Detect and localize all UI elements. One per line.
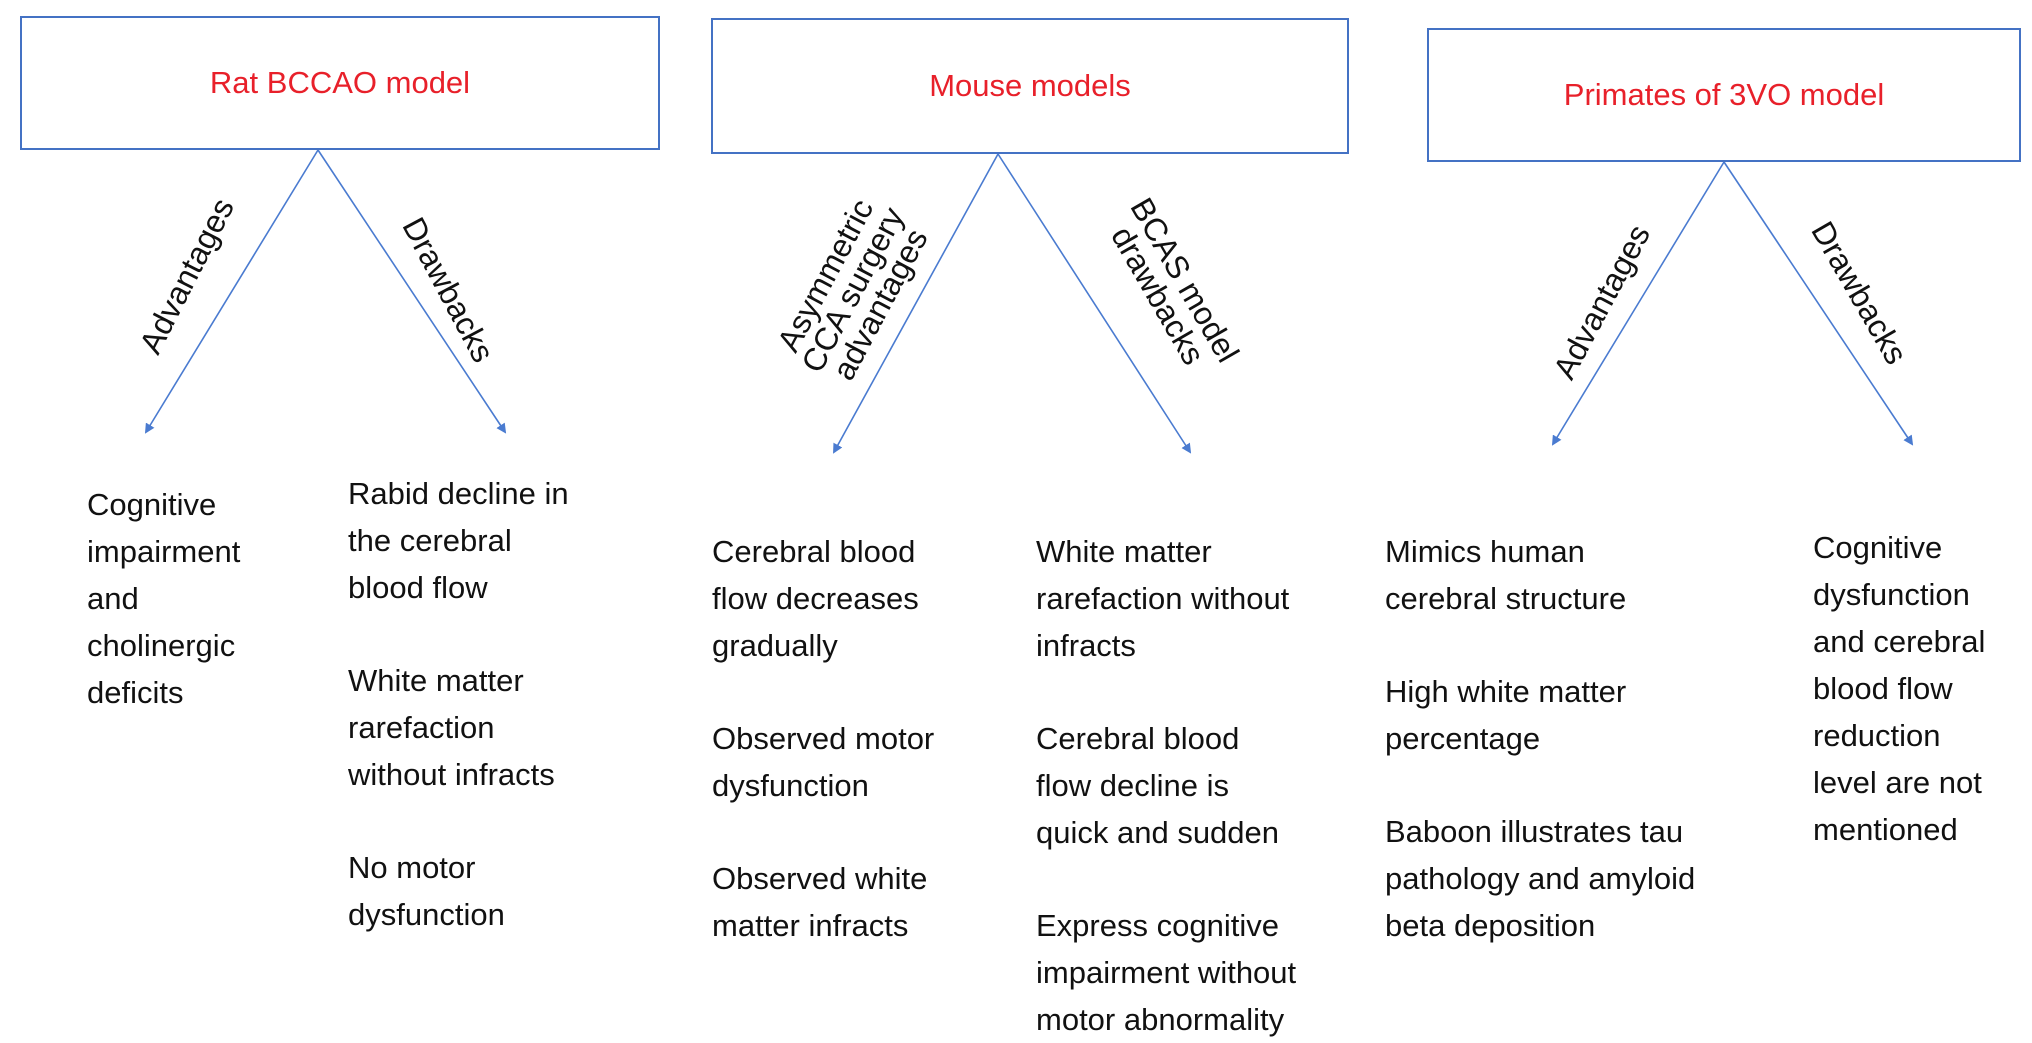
list-item-line: Cerebral blood — [712, 534, 916, 569]
list-item: White matter rarefaction without infracts — [1036, 528, 1296, 669]
list-item-line: impairment — [87, 534, 241, 569]
list-item-line: No motor — [348, 850, 476, 885]
list-item-line: White matter — [348, 663, 524, 698]
list-item-line: and — [87, 581, 139, 616]
arrow-rat-bccao-model-left — [144, 149, 319, 434]
list-item: High white matter percentage — [1385, 668, 1695, 762]
list-item-line: and cerebral — [1813, 624, 1986, 659]
list-item-line: infracts — [1036, 628, 1136, 663]
list-item-line: matter infracts — [712, 908, 909, 943]
list-item-line: pathology and amyloid — [1385, 861, 1696, 896]
list-item-line: blood flow — [1813, 671, 1953, 706]
list-item-line: impairment without — [1036, 955, 1297, 990]
arrow-mouse-models-right — [997, 153, 1192, 454]
arrow-primates-of-3vo-model-right — [1723, 161, 1914, 446]
arrow-rat-bccao-model-right — [317, 149, 507, 434]
list-item: Cognitive dysfunction and cerebral blood fl… — [1813, 524, 1985, 853]
list-item: White matter rarefaction without infracts — [348, 657, 569, 798]
model-box-mouse-models: Mouse models — [711, 18, 1349, 154]
list-primates-of-3vo-model-right: Cognitive dysfunction and cerebral blood fl… — [1813, 524, 1985, 853]
list-item-line: Rabid decline in — [348, 476, 569, 511]
list-item-line: motor abnormality — [1036, 1002, 1285, 1037]
list-item-line: beta deposition — [1385, 908, 1596, 943]
list-item-line: Express cognitive — [1036, 908, 1279, 943]
list-item-line: flow decreases — [712, 581, 919, 616]
list-item-line: the cerebral — [348, 523, 512, 558]
list-item: Observed white matter infracts — [712, 855, 934, 949]
list-item-line: Observed motor — [712, 721, 935, 756]
model-box-primates-of-3vo-model: Primates of 3VO model — [1427, 28, 2021, 162]
list-item: Cerebral blood flow decreases gradually — [712, 528, 934, 669]
model-box-rat-bccao-model: Rat BCCAO model — [20, 16, 660, 150]
list-item-line: rarefaction — [348, 710, 495, 745]
list-item-line: High white matter — [1385, 674, 1627, 709]
list-item-line: White matter — [1036, 534, 1212, 569]
list-item-line: Baboon illustrates tau — [1385, 814, 1684, 849]
list-item-line: Cognitive — [87, 487, 217, 522]
arrow-primates-of-3vo-model-left — [1551, 161, 1725, 446]
list-item-line: percentage — [1385, 721, 1541, 756]
list-item-line: mentioned — [1813, 812, 1958, 847]
list-item-line: deficits — [87, 675, 184, 710]
list-item: No motor dysfunction — [348, 844, 569, 938]
model-title: Mouse models — [929, 68, 1131, 103]
arrow-mouse-models-left — [833, 153, 999, 454]
list-item: Rabid decline in the cerebral blood flow — [348, 470, 569, 611]
list-item-line: dysfunction — [348, 897, 505, 932]
list-item-line: flow decline is — [1036, 768, 1229, 803]
list-item-line: blood flow — [348, 570, 488, 605]
list-item-line: reduction — [1813, 718, 1941, 753]
list-item-line: Observed white — [712, 861, 928, 896]
list-item-line: dysfunction — [712, 768, 869, 803]
list-item-line: Cognitive — [1813, 530, 1943, 565]
list-item: Cognitive impairment and cholinergic deficit… — [87, 481, 240, 716]
list-item-line: level are not — [1813, 765, 1982, 800]
list-item: Express cognitive impairment without motor… — [1036, 902, 1296, 1043]
list-item: Observed motor dysfunction — [712, 715, 934, 809]
list-item: Cerebral blood flow decline is quick and s… — [1036, 715, 1296, 856]
list-item-line: rarefaction without — [1036, 581, 1290, 616]
list-item-line: without infracts — [348, 757, 555, 792]
list-item: Baboon illustrates tau pathology and amyl… — [1385, 808, 1695, 949]
model-title: Primates of 3VO model — [1563, 77, 1885, 112]
list-item-line: cerebral structure — [1385, 581, 1627, 616]
list-item-line: cholinergic — [87, 628, 236, 663]
list-item-line: Mimics human — [1385, 534, 1585, 569]
list-rat-bccao-model-left: Cognitive impairment and cholinergic deficit… — [87, 481, 240, 716]
list-item-line: Cerebral blood — [1036, 721, 1240, 756]
list-item-line: quick and sudden — [1036, 815, 1280, 850]
model-title: Rat BCCAO model — [209, 65, 471, 100]
list-item-line: dysfunction — [1813, 577, 1970, 612]
list-item: Mimics human cerebral structure — [1385, 528, 1695, 622]
list-item-line: gradually — [712, 628, 838, 663]
